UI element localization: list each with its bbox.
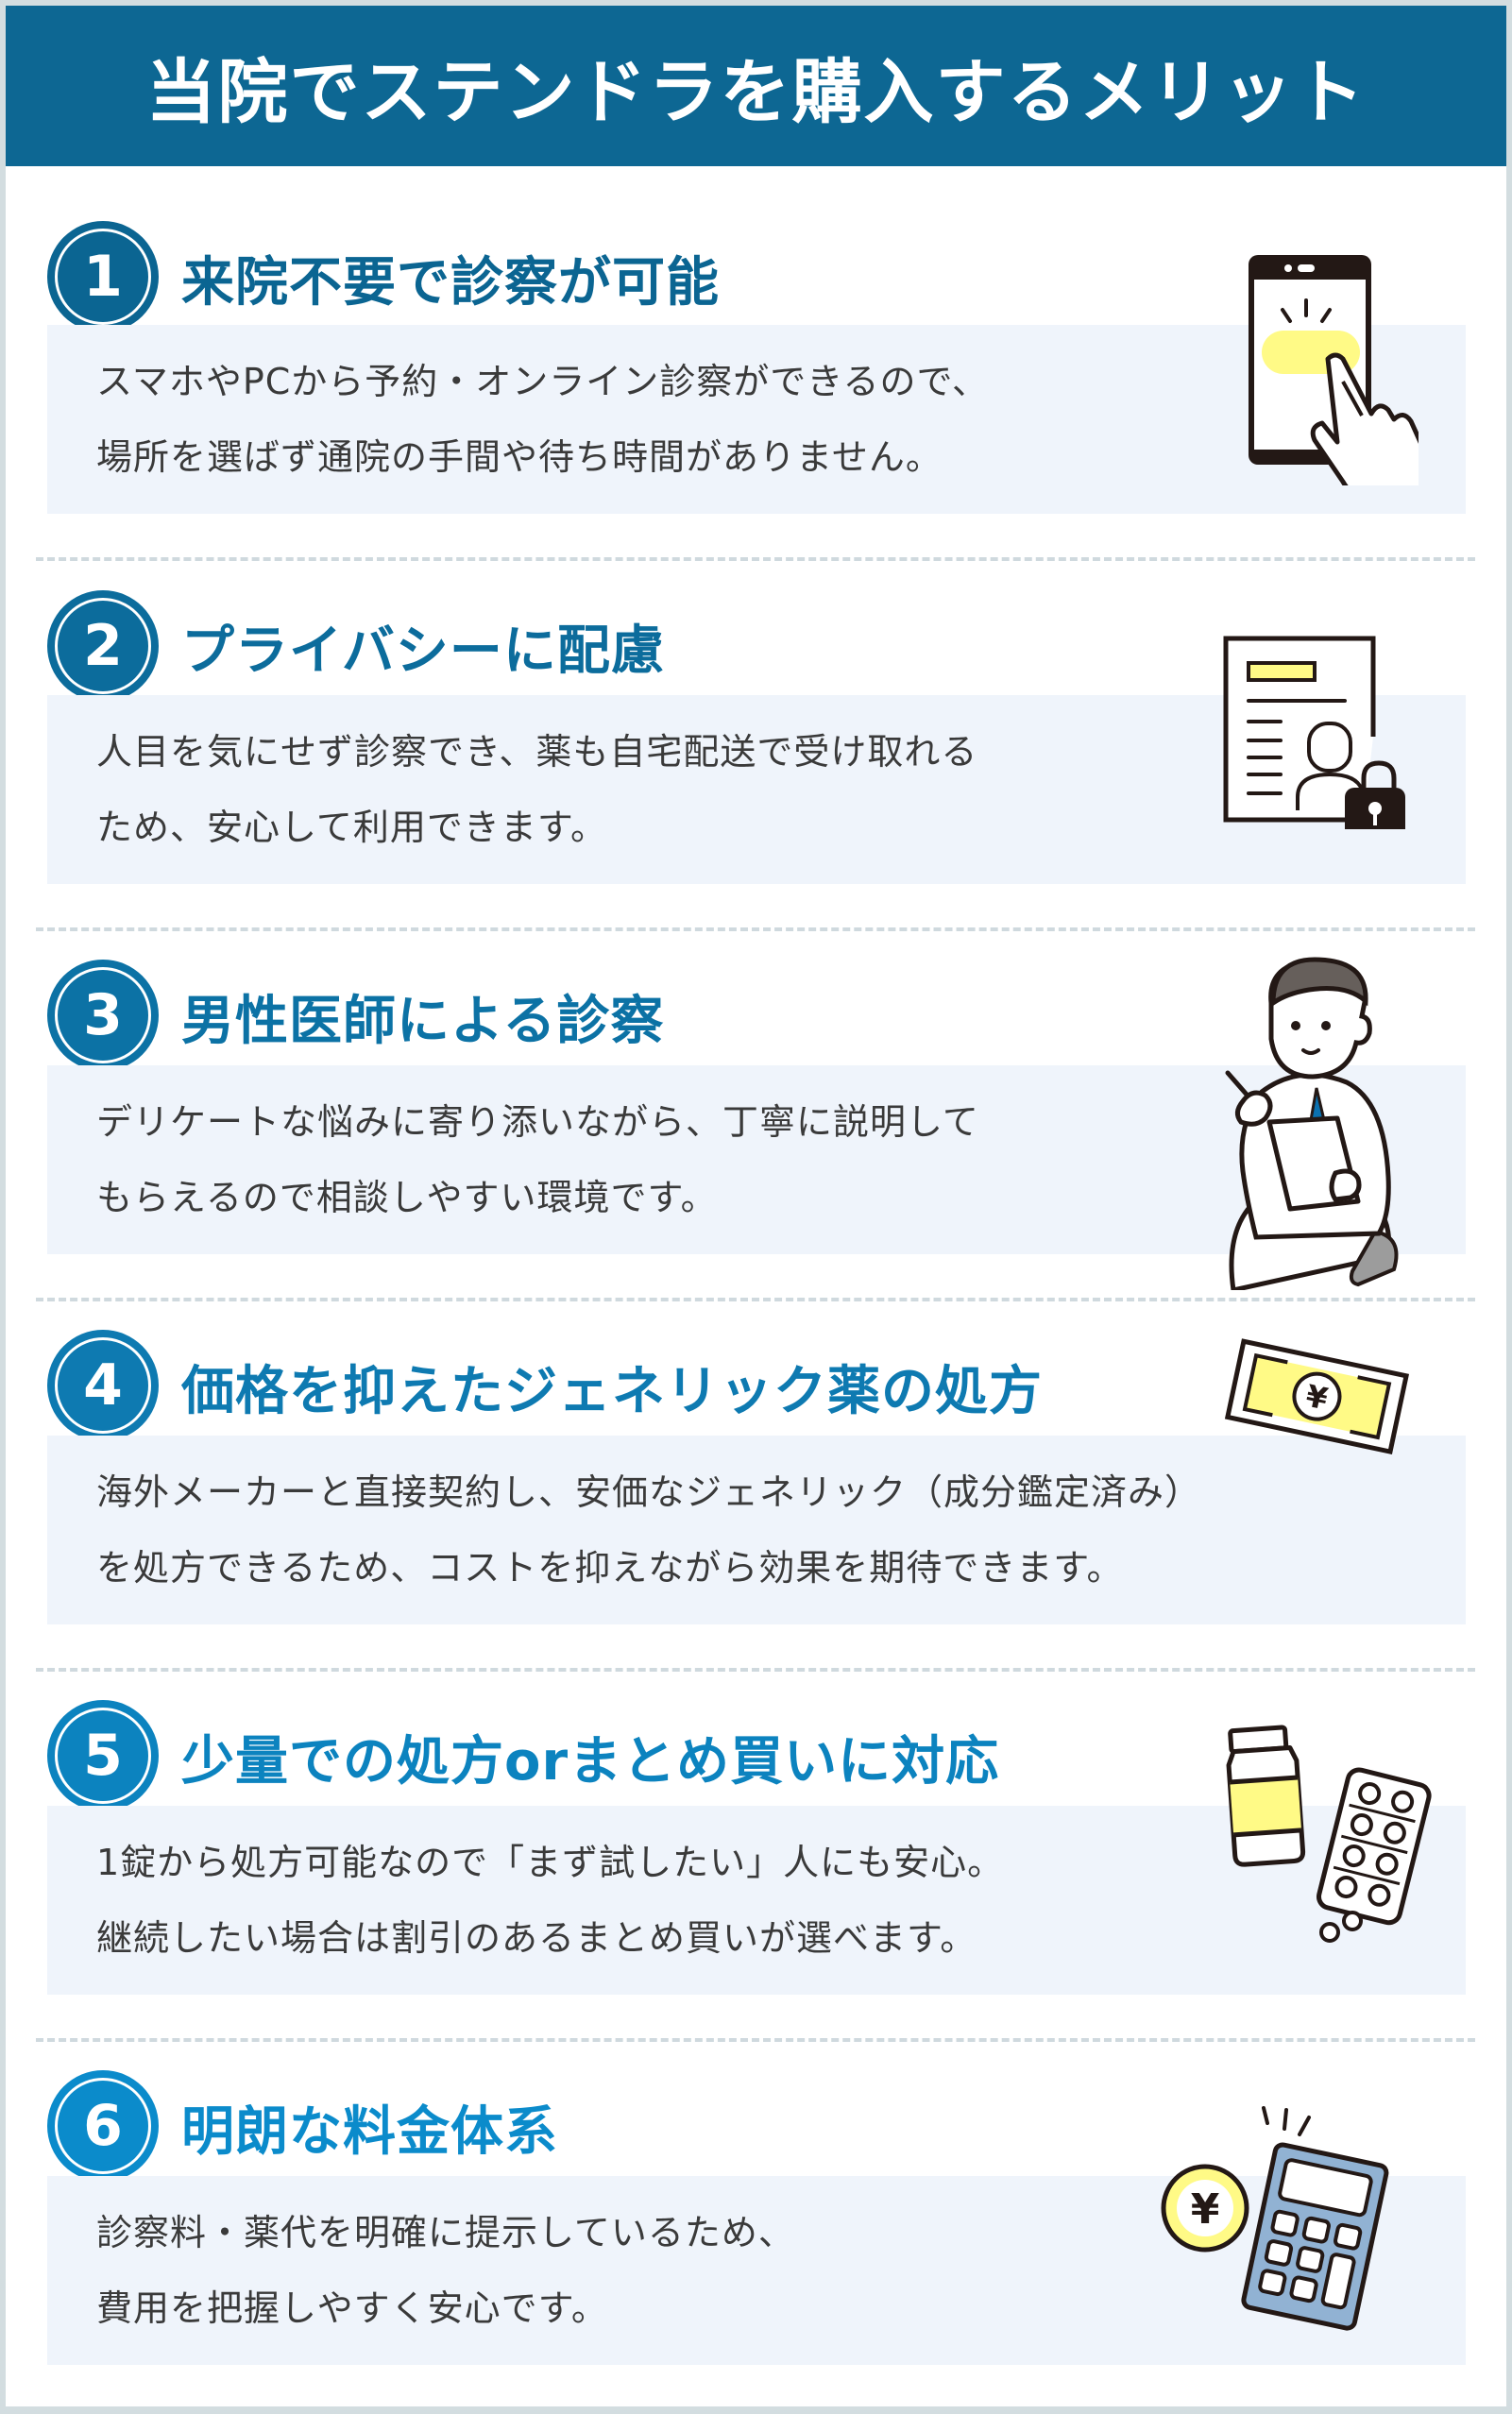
description-box: 海外メーカーと直接契約し、安価なジェネリック（成分鑑定済み） を処方できるため、… [47, 1436, 1466, 1624]
number-badge: 5 [47, 1700, 159, 1811]
page-title: 当院でステンドラを購入するメリット [145, 51, 1367, 133]
merit-description: 海外メーカーと直接契約し、安価なジェネリック（成分鑑定済み） を処方できるため、… [96, 1471, 1202, 1589]
yen-bill-icon: ¥ [1224, 1337, 1413, 1460]
section-divider [36, 1298, 1475, 1301]
medicine-bottle-pills-icon [1224, 1719, 1441, 1946]
merit-title: 来院不要で診察が可能 [181, 252, 720, 314]
number-label: 6 [83, 2093, 123, 2159]
merit-title: 男性医師による診察 [181, 991, 665, 1052]
male-doctor-icon [1205, 950, 1413, 1290]
description-box: デリケートな悩みに寄り添いながら、丁寧に説明して もらえるので相談しやすい環境で… [47, 1065, 1466, 1254]
number-label: 3 [83, 982, 123, 1048]
number-label: 2 [83, 613, 123, 679]
number-badge: 1 [47, 221, 159, 332]
number-badge: 4 [47, 1330, 159, 1441]
merit-description: 1錠から処方可能なので「まず試したい」人にも安心。 継続したい場合は割引のあるま… [96, 1842, 1005, 1959]
merit-title: プライバシーに配慮 [181, 620, 665, 682]
section-divider [36, 1668, 1475, 1672]
merit-description: スマホやPCから予約・オンライン診察ができるので、 場所を選ばず通院の手間や待ち… [96, 361, 990, 478]
merit-title: 少量での処方orまとめ買いに対応 [181, 1731, 1000, 1793]
merit-description: デリケートな悩みに寄り添いながら、丁寧に説明して もらえるので相談しやすい環境で… [96, 1101, 979, 1218]
section-divider [36, 557, 1475, 561]
number-label: 5 [83, 1723, 123, 1789]
smartphone-tap-icon [1230, 249, 1419, 485]
number-badge: 2 [47, 590, 159, 702]
calculator-yen-icon: ¥ [1154, 2097, 1419, 2342]
number-badge: 6 [47, 2070, 159, 2182]
merit-title: 価格を抑えたジェネリック薬の処方 [181, 1361, 1043, 1422]
svg-text:¥: ¥ [1191, 2185, 1220, 2234]
merit-title: 明朗な料金体系 [181, 2101, 558, 2163]
description-box: スマホやPCから予約・オンライン診察ができるので、 場所を選ばず通院の手間や待ち… [47, 325, 1466, 514]
number-label: 1 [83, 244, 123, 310]
merit-description: 人目を気にせず診察でき、薬も自宅配送で受け取れる ため、安心して利用できます。 [96, 731, 978, 848]
infographic-frame: 当院でステンドラを購入するメリット 1 来院不要で診察が可能 スマホやPCから予… [6, 6, 1506, 2406]
merit-description: 診察料・薬代を明確に提示しているため、 費用を把握しやすく安心です。 [96, 2212, 795, 2329]
number-label: 4 [83, 1352, 123, 1419]
section-divider [36, 2038, 1475, 2042]
document-lock-icon [1222, 631, 1411, 829]
section-divider [36, 927, 1475, 931]
header-banner: 当院でステンドラを購入するメリット [6, 6, 1506, 166]
description-box: 1錠から処方可能なので「まず試したい」人にも安心。 継続したい場合は割引のあるま… [47, 1806, 1466, 1995]
number-badge: 3 [47, 960, 159, 1071]
